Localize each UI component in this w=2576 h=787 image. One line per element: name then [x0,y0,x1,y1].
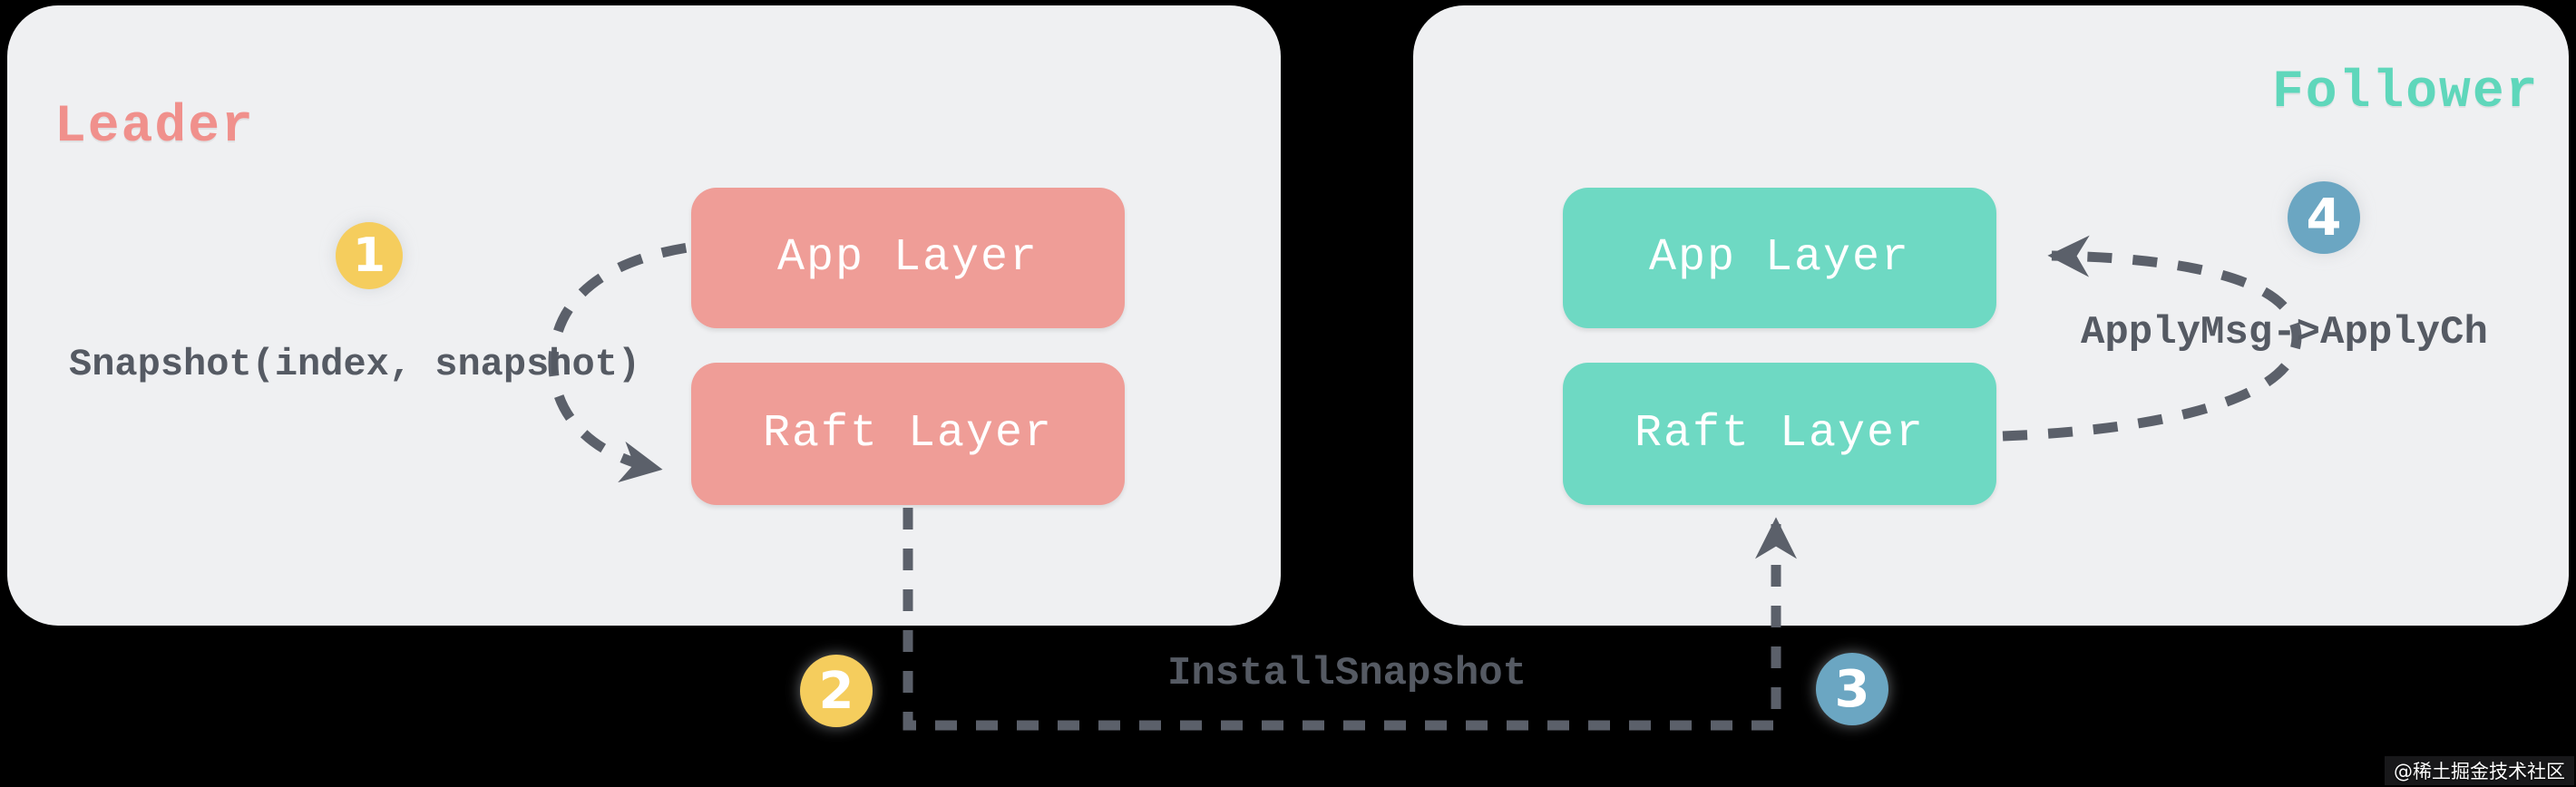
snapshot-call-label: Snapshot(index, snapshot) [69,343,641,386]
follower-app-layer-label: App Layer [1648,232,1911,284]
watermark-text: @稀土掘金技术社区 [2394,761,2565,782]
follower-raft-layer-label: Raft Layer [1634,408,1926,460]
step-1-badge: 1 [336,222,403,289]
step-2-badge: 2 [800,655,873,727]
follower-raft-layer-box: Raft Layer [1563,363,1996,505]
watermark: @稀土掘金技术社区 [2385,756,2574,785]
step-3-number: 3 [1834,659,1870,719]
step-2-number: 2 [818,661,854,721]
step-4-number: 4 [2306,188,2342,248]
leader-app-layer-label: App Layer [776,232,1039,284]
step-3-badge: 3 [1816,653,1888,725]
leader-raft-layer-label: Raft Layer [762,408,1054,460]
leader-raft-layer-box: Raft Layer [691,363,1125,505]
step-1-number: 1 [352,228,386,283]
install-snapshot-label: InstallSnapshot [1167,651,1527,696]
step-4-badge: 4 [2288,181,2360,254]
leader-app-layer-box: App Layer [691,188,1125,328]
leader-title: Leader [54,98,255,157]
follower-app-layer-box: App Layer [1563,188,1996,328]
apply-msg-label: ApplyMsg->ApplyCh [2081,310,2488,355]
follower-title: Follower [2272,63,2540,122]
